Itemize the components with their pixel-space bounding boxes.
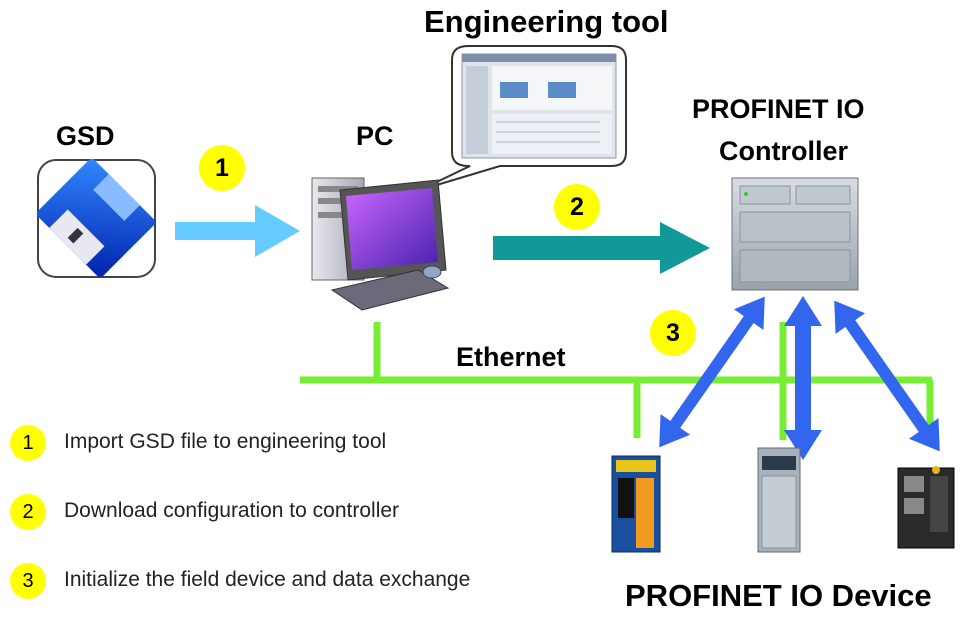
field-device-1-icon: [611, 455, 661, 553]
ethernet-label: Ethernet: [456, 342, 566, 372]
arrow-pc-to-controller: [493, 222, 710, 274]
badge-step-2: 2: [554, 184, 600, 230]
gsd-label: GSD: [56, 121, 115, 151]
legend-step-1-text: Import GSD file to engineering tool: [64, 430, 387, 453]
legend-badge-1: 1: [10, 425, 46, 461]
field-device-3-icon: [897, 466, 955, 549]
controller-label-line1: PROFINET IO: [692, 94, 865, 124]
legend-badge-3: 3: [10, 563, 46, 599]
engineering-tool-label: Engineering tool: [424, 4, 669, 39]
plc-controller-icon: [731, 177, 859, 291]
arrow-controller-device-2: [784, 296, 822, 460]
arrow-controller-device-3: [834, 300, 940, 452]
pc-label: PC: [356, 121, 394, 151]
controller-label-line2: Controller: [719, 136, 849, 166]
legend-step-3-text: Initialize the field device and data exc…: [64, 568, 471, 591]
device-label: PROFINET IO Device: [625, 578, 932, 613]
arrow-gsd-to-pc: [175, 205, 300, 257]
engineering-tool-bubble: [419, 45, 627, 191]
ethernet-bus: [300, 322, 934, 440]
legend-badge-2: 2: [10, 494, 46, 530]
field-device-2-icon: [757, 447, 801, 553]
arrow-controller-device-1: [659, 296, 765, 448]
badge-step-3: 3: [650, 310, 696, 356]
badge-step-1: 1: [199, 145, 245, 191]
pc-computer-icon: [311, 177, 450, 311]
legend-step-2-text: Download configuration to controller: [64, 499, 400, 522]
floppy-disk-icon: [36, 158, 156, 278]
